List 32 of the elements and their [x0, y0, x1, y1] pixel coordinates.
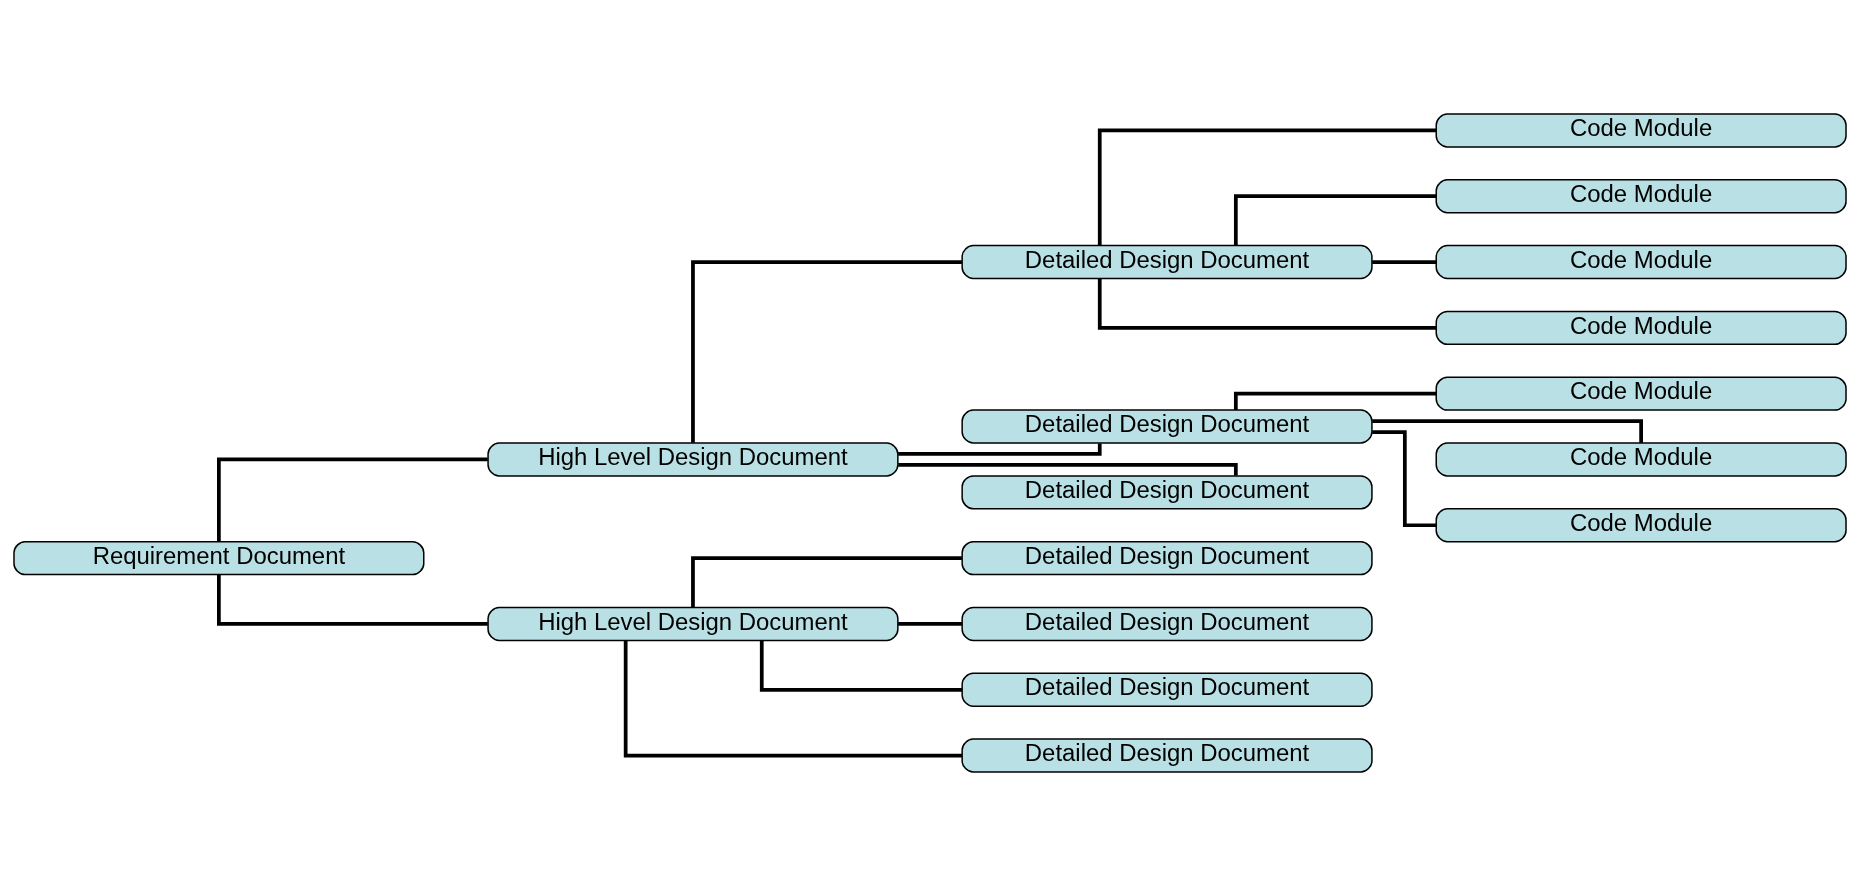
connector	[691, 259, 962, 443]
node-box: Detailed Design Document	[961, 474, 1373, 510]
node-box: Detailed Design Document	[961, 737, 1373, 773]
connector	[759, 640, 962, 692]
node-box: Code Module	[1435, 375, 1847, 411]
connector	[1372, 259, 1436, 264]
node-box: Detailed Design Document	[961, 672, 1373, 707]
node-box: Detailed Design Document	[961, 244, 1373, 279]
node-box: Detailed Design Document	[961, 408, 1373, 444]
connector	[623, 640, 962, 757]
node-box: Requirement Document	[13, 540, 425, 575]
node-box: Code Module	[1435, 178, 1847, 213]
connector	[898, 462, 1238, 475]
connector	[1233, 391, 1437, 410]
connector	[1372, 418, 1643, 443]
connector	[1097, 278, 1437, 330]
connector	[1233, 193, 1437, 245]
connector	[217, 457, 488, 541]
node-box: High Level Design Document	[487, 606, 899, 641]
connector	[691, 555, 962, 607]
node-box: Code Module	[1435, 112, 1847, 148]
connector	[217, 574, 488, 626]
node-box: Detailed Design Document	[961, 606, 1373, 641]
node-box: Code Module	[1435, 244, 1847, 279]
node-box: Detailed Design Document	[961, 540, 1373, 575]
connector	[898, 442, 1102, 456]
node-box: Code Module	[1435, 310, 1847, 345]
node-box: Code Module	[1435, 441, 1847, 477]
node-box: High Level Design Document	[487, 441, 899, 477]
connector	[1097, 128, 1437, 245]
connector	[898, 621, 962, 626]
node-box: Code Module	[1435, 507, 1847, 542]
